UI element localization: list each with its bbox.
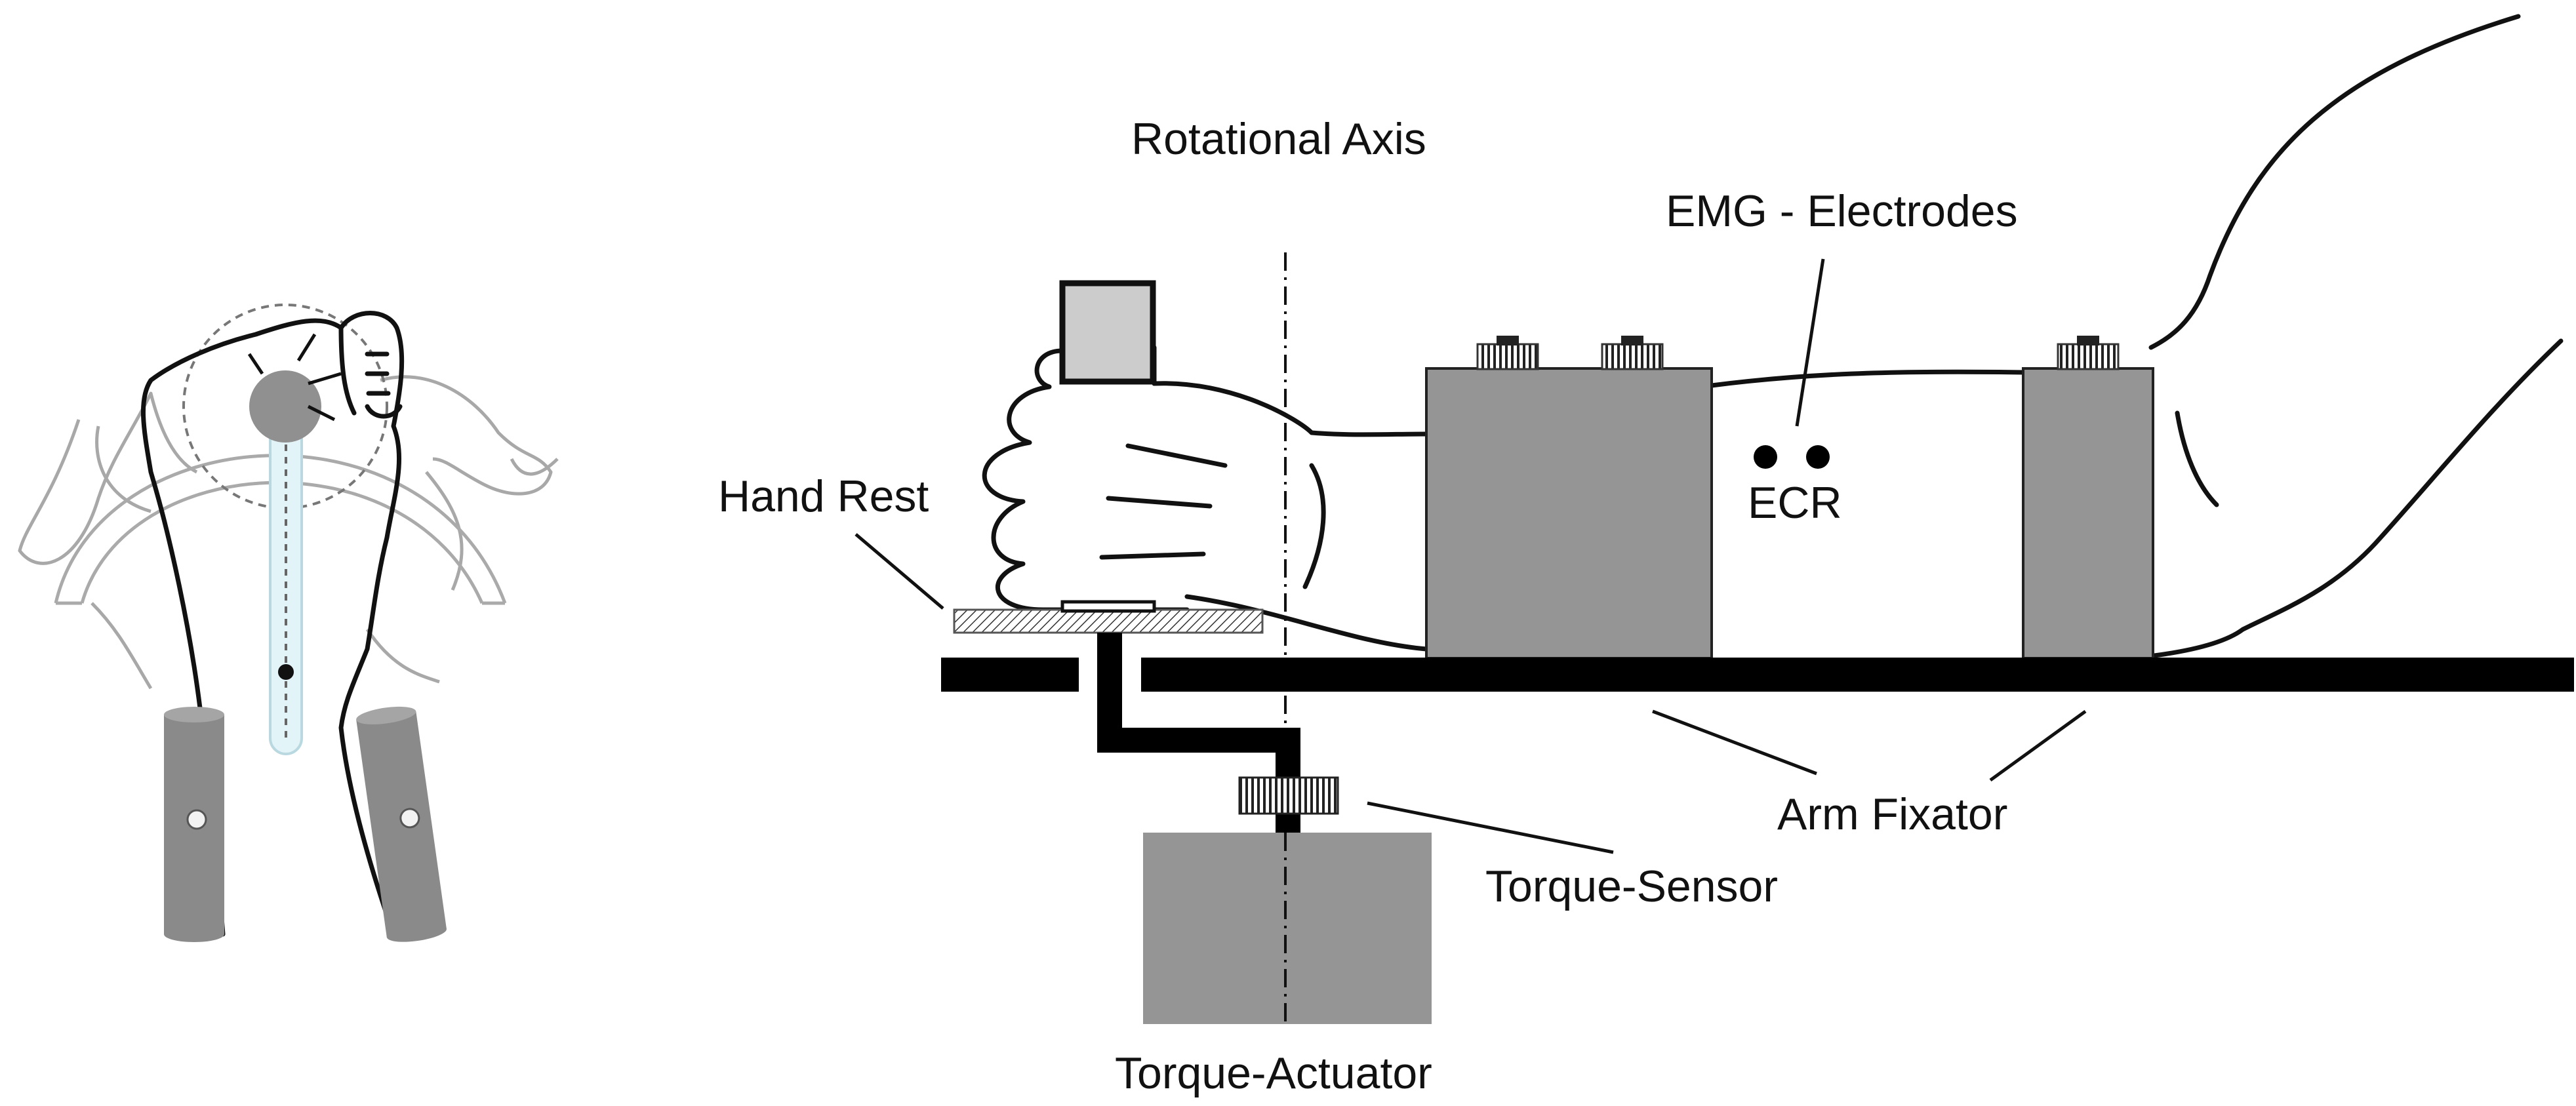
fixator-block-1 [1425,367,1713,660]
hand-rest [953,608,1264,634]
screw-3 [2057,336,2120,370]
arm-outline [1152,14,2564,658]
label-torque-sensor: Torque-Sensor [1485,861,1778,911]
right-post [356,706,447,942]
rotation-circle [182,304,388,509]
torque-actuator [1143,833,1432,1024]
label-ecr: ECR [1748,478,1842,528]
label-torque-actuator: Torque-Actuator [1115,1048,1432,1098]
leader-lines [855,258,2087,854]
shaft-linkage [1097,633,1300,842]
label-hand-rest: Hand Rest [718,471,929,521]
torque-sensor [1238,776,1339,815]
label-arm-fixator: Arm Fixator [1777,789,2007,839]
faded-hand-left [18,391,198,690]
base-bar-right [1141,658,2574,692]
base-bar-left [941,658,1079,692]
side-view-panel: Rotational Axis EMG - Electrodes Hand Re… [718,14,2574,1098]
label-emg-electrodes: EMG - Electrodes [1666,186,2018,236]
label-rotational-axis: Rotational Axis [1131,114,1426,164]
emg-electrode-1 [1754,445,1777,469]
left-post [164,707,224,942]
main-hand [141,311,405,937]
handle-knob [249,370,321,443]
handle [1059,280,1156,385]
screw-2 [1601,336,1664,370]
emg-electrode-2 [1806,445,1830,469]
fixator-block-2 [2022,367,2154,660]
pivot-dot [278,664,294,680]
top-view-panel [18,304,559,942]
screw-1 [1476,336,1539,370]
